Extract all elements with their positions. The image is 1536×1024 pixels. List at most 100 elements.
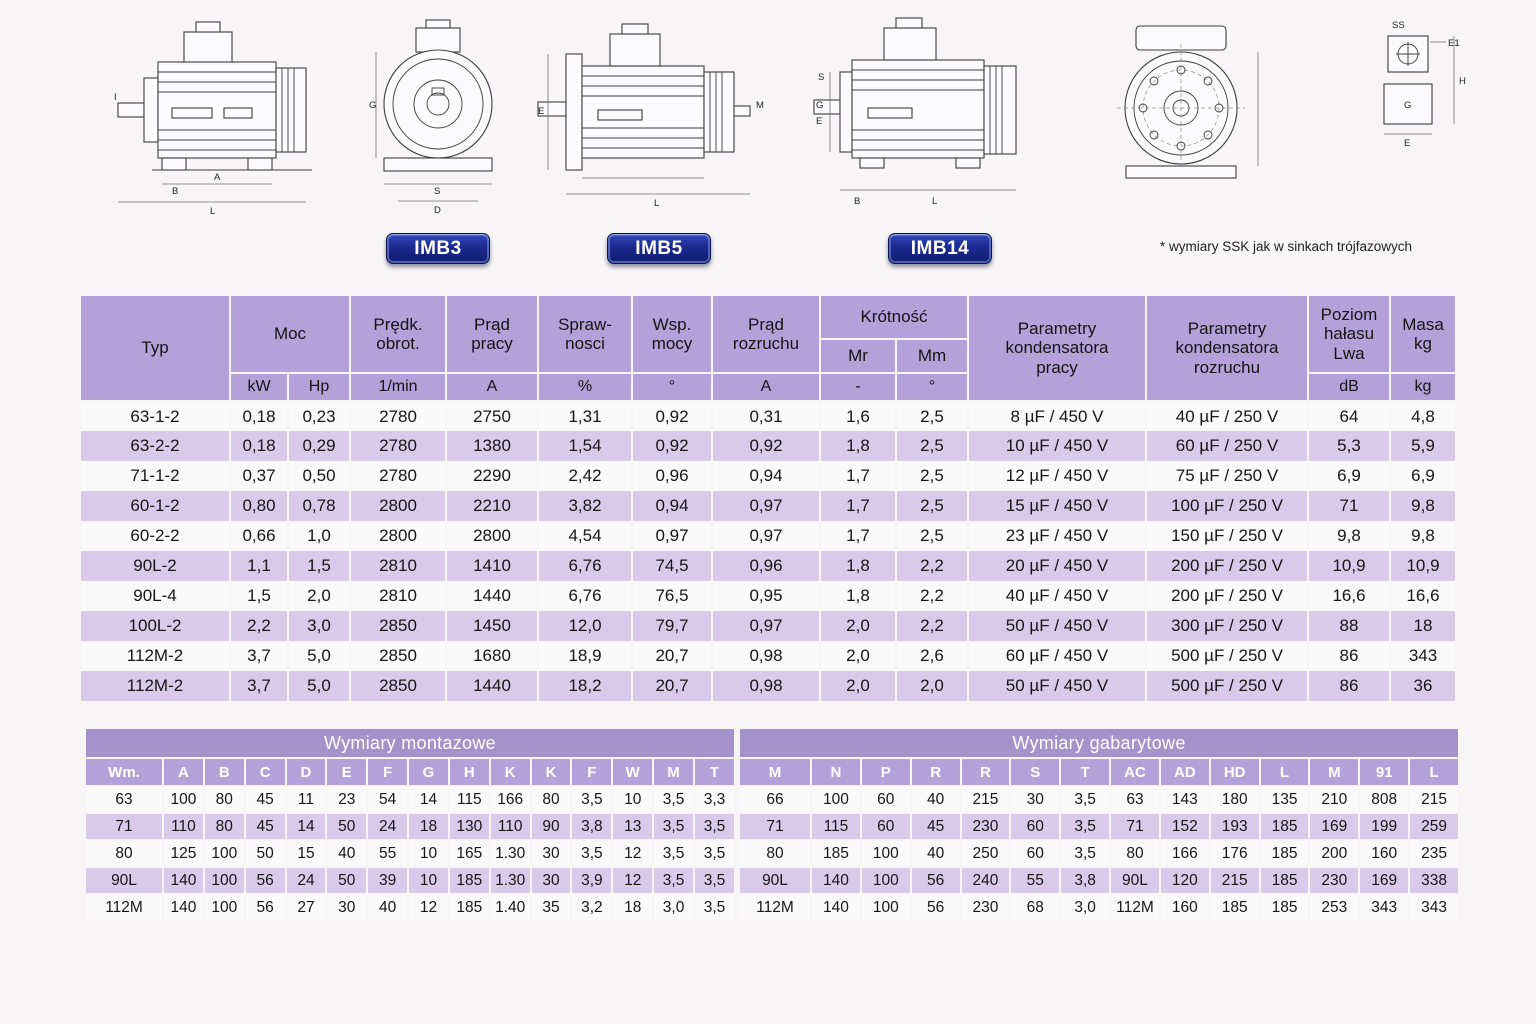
table-cell: 15 µF / 450 V [967, 491, 1147, 521]
table-cell: 115 [810, 812, 862, 841]
col-header-krotnosc: Krótność [819, 294, 969, 340]
dim-label: E [538, 106, 544, 117]
imb3-button[interactable]: IMB3 [386, 233, 490, 264]
column-header: M [738, 757, 812, 787]
table-cell: 2,2 [895, 551, 969, 581]
table-cell: 100 [202, 866, 246, 895]
table-cell: 75 µF / 250 V [1145, 461, 1309, 491]
table-cell: 3,5 [652, 785, 695, 814]
table-cell: 1440 [445, 581, 539, 611]
table-cell: 71 [738, 812, 812, 841]
table-cell: 112M-2 [79, 641, 231, 671]
main-spec-table: Typ Moc Prędk. obrot. Prąd pracy Spraw- … [79, 294, 1457, 701]
table-cell: 250 [959, 839, 1012, 868]
column-header: kW [229, 372, 289, 402]
table-cell: 90L [84, 866, 164, 895]
dim-label: L [932, 196, 937, 207]
column-header: R [909, 757, 962, 787]
column-header: F [366, 757, 410, 787]
table-cell: 100 µF / 250 V [1145, 491, 1309, 521]
table-cell: 2,0 [819, 671, 897, 701]
table-cell: 230 [959, 893, 1012, 922]
table-cell: 259 [1408, 812, 1460, 841]
table-cell: 3,5 [1059, 839, 1112, 868]
table-cell: 56 [909, 866, 962, 895]
imb14-button[interactable]: IMB14 [888, 233, 992, 264]
table-cell: 3,5 [692, 812, 737, 841]
table-cell: 1,0 [287, 521, 351, 551]
table-cell: 50 µF / 450 V [967, 611, 1147, 641]
col-header-moc: Moc [229, 294, 351, 374]
table-cell: 0,50 [287, 461, 351, 491]
table-cell: 30 [1009, 785, 1062, 814]
table-cell: 0,95 [711, 581, 821, 611]
table-cell: 2,5 [895, 521, 969, 551]
table-cell: 3,5 [692, 893, 737, 922]
table-cell: 140 [162, 893, 205, 922]
table-cell: 40 µF / 450 V [967, 581, 1147, 611]
table-cell: 140 [810, 866, 862, 895]
table-cell: 63-2-2 [79, 431, 231, 461]
column-header: ° [895, 372, 969, 402]
table-cell: 185 [447, 893, 491, 922]
table-cell: 2,2 [895, 581, 969, 611]
column-header: N [810, 757, 862, 787]
table-cell: 500 µF / 250 V [1145, 671, 1309, 701]
table-cell: 16,6 [1307, 581, 1391, 611]
table-cell: 5,0 [287, 641, 351, 671]
table-cell: 40 [909, 785, 962, 814]
table-cell: 50 [243, 839, 287, 868]
table-cell: 71 [1109, 812, 1161, 841]
table-cell: 0,94 [711, 461, 821, 491]
table-cell: 12 [611, 866, 655, 895]
table-cell: 2850 [349, 611, 447, 641]
table-cell: 60 [859, 812, 912, 841]
table-cell: 2290 [445, 461, 539, 491]
table-cell: 215 [959, 785, 1012, 814]
table-cell: 10 [611, 785, 655, 814]
table-cell: 6,9 [1389, 461, 1457, 491]
table-cell: 11 [284, 785, 328, 814]
table-cell: 215 [1408, 785, 1460, 814]
col-header-kondensator-rozruchu: Parametry kondensatora rozruchu [1145, 294, 1309, 402]
table-cell: 50 [325, 812, 369, 841]
table-cell: 100 [202, 893, 246, 922]
table-cell: 112M [84, 893, 164, 922]
col-header-typ: Typ [79, 294, 231, 402]
column-header: H [447, 757, 491, 787]
table-cell: 12 µF / 450 V [967, 461, 1147, 491]
table-cell: 0,78 [287, 491, 351, 521]
table-cell: 3,5 [570, 785, 614, 814]
table-cell: 1,5 [229, 581, 289, 611]
table-cell: 12 [611, 839, 655, 868]
table-cell: 240 [959, 866, 1012, 895]
table-cell: 10 µF / 450 V [967, 431, 1147, 461]
table-cell: 210 [1308, 785, 1361, 814]
column-header: ° [631, 372, 713, 402]
dim-label: B [854, 196, 860, 207]
table-cell: 18 [1389, 611, 1457, 641]
table-cell: 56 [243, 893, 287, 922]
table-cell: 2850 [349, 671, 447, 701]
col-header-prad-rozruchu: Prąd rozruchu [711, 294, 821, 374]
table-cell: 166 [1158, 839, 1211, 868]
table-cell: 2810 [349, 551, 447, 581]
imb5-button[interactable]: IMB5 [607, 233, 711, 264]
table-cell: 71-1-2 [79, 461, 231, 491]
table-cell: 1,7 [819, 521, 897, 551]
table-cell: 185 [1258, 839, 1311, 868]
table-cell: 0,94 [631, 491, 713, 521]
table-cell: 3,5 [692, 839, 737, 868]
table-cell: 112M [738, 893, 812, 922]
table-cell: 64 [1307, 401, 1391, 431]
table-cell: 12 [407, 893, 450, 922]
table-cell: 3,5 [652, 812, 695, 841]
table-cell: 2,6 [895, 641, 969, 671]
table-cell: 3,3 [692, 785, 737, 814]
table-cell: 215 [1208, 866, 1261, 895]
